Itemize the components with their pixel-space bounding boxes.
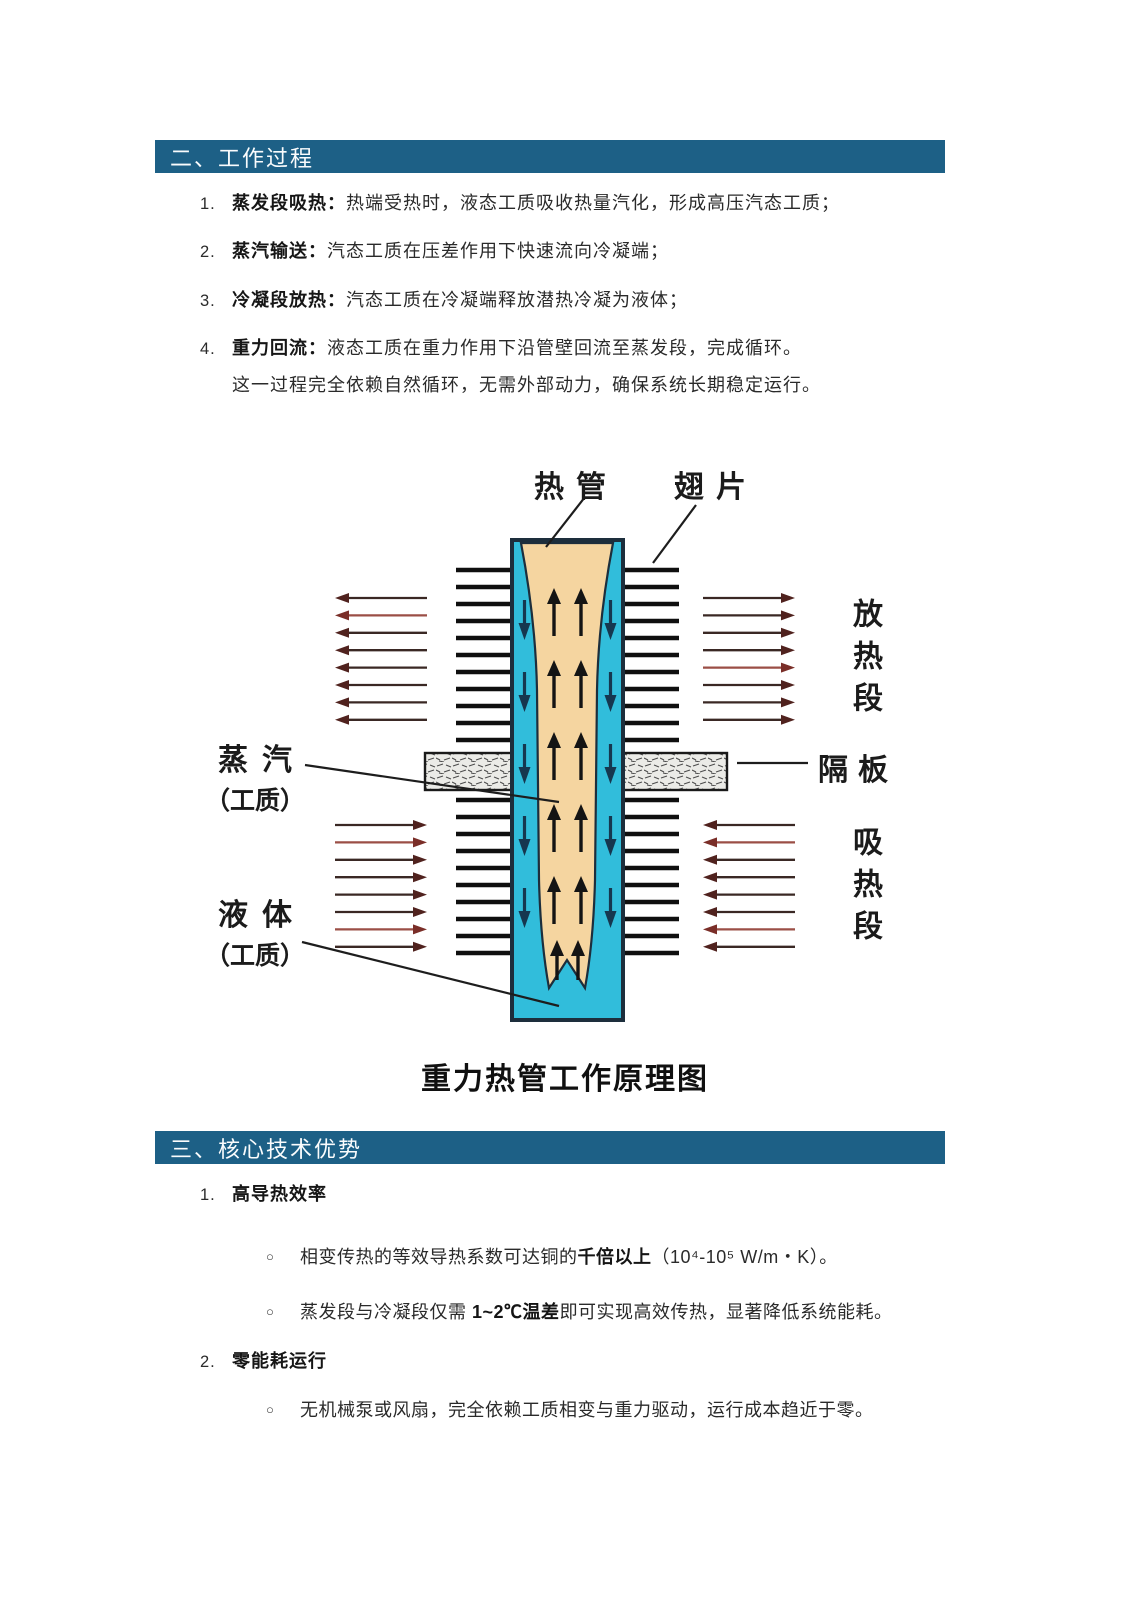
bullet-item: ○ 无机械泵或风扇，完全依赖工质相变与重力驱动，运行成本趋近于零。 [266,1396,926,1422]
leader-heat-pipe [545,496,586,548]
bullet-text-bold: 千倍以上 [577,1247,652,1267]
bullet-text-bold: 1~2℃温差 [472,1302,560,1322]
item-number: 2. [200,1353,216,1371]
diagram-caption: 重力热管工作原理图 [421,1063,709,1096]
label-heat-absorb-section: 吸热段 [848,826,881,952]
leader-liquid [301,940,560,1008]
section-header-advantages: 三、核心技术优势 [155,1131,945,1164]
item-text: 热端受热时，液态工质吸收热量汽化，形成高压汽态工质； [346,193,840,213]
list-item: 3. 冷凝段放热：汽态工质在冷凝端释放潜热冷凝为液体； [200,289,940,312]
label-vapor-sub: （工质） [204,787,305,815]
vapor-core [519,541,615,991]
bullet-text-post: （10⁴-10⁵ W/m・K）。 [651,1247,838,1267]
label-liquid: 液体 （工质） [200,890,310,972]
heat-release-arrows-right [703,593,795,725]
label-fin: 翅片 [674,471,758,504]
bullet-marker: ○ [266,1402,275,1417]
item-term: 蒸汽输送： [232,241,327,261]
bullet-text-pre: 相变传热的等效导热系数可达铜的 [300,1247,578,1267]
item-number: 3. [200,292,216,310]
item-term: 冷凝段放热： [232,290,346,310]
item-number: 1. [200,1186,216,1204]
item-number: 2. [200,243,216,261]
list-item: 1. 高导热效率 [200,1183,940,1206]
list-item: 2. 零能耗运行 [200,1350,940,1373]
label-vapor-main: 蒸汽 [218,744,306,777]
section-title: 二、工作过程 [170,145,315,171]
item-term: 重力回流： [232,338,327,358]
bullet-item: ○ 蒸发段与冷凝段仅需 1~2℃温差即可实现高效传热，显著降低系统能耗。 [266,1298,926,1324]
bullet-marker: ○ [266,1304,275,1319]
bullet-marker: ○ [266,1249,275,1264]
leader-vapor [304,763,560,804]
vapor-rise-arrows [547,588,588,980]
item-term: 高导热效率 [232,1184,327,1204]
bullet-item: ○ 相变传热的等效导热系数可达铜的千倍以上（10⁴-10⁵ W/m・K）。 [266,1243,926,1269]
label-liquid-main: 液体 [218,899,306,932]
bullet-text-pre: 无机械泵或风扇，完全依赖工质相变与重力驱动，运行成本趋近于零。 [300,1400,874,1420]
heat-absorb-arrows-left [335,820,427,952]
bullet-text-pre: 蒸发段与冷凝段仅需 [300,1302,473,1322]
list-item: 2. 蒸汽输送：汽态工质在压差作用下快速流向冷凝端； [200,240,940,263]
item-text: 汽态工质在压差作用下快速流向冷凝端； [327,241,669,261]
leader-lines [301,496,808,1008]
item-term: 蒸发段吸热： [232,193,346,213]
section-header-work-process: 二、工作过程 [155,140,945,173]
item-term: 零能耗运行 [232,1351,327,1371]
label-vapor: 蒸汽 （工质） [200,735,310,817]
item-text: 液态工质在重力作用下沿管壁回流至蒸发段，完成循环。 [327,338,802,358]
heat-pipe-diagram [301,496,808,1022]
bullet-text-post: 即可实现高效传热，显著降低系统能耗。 [559,1302,893,1322]
list-item: 1. 蒸发段吸热：热端受热时，液态工质吸收热量汽化，形成高压汽态工质； [200,192,940,215]
label-heat-pipe: 热管 [534,471,618,504]
heat-absorb-arrows-right [703,820,795,952]
item-number: 1. [200,195,216,213]
label-heat-release-section: 放热段 [848,598,881,724]
list-item-continuation: 这一过程完全依赖自然循环，无需外部动力，确保系统长期稳定运行。 [232,375,821,395]
leader-fin [652,504,697,564]
item-text: 汽态工质在冷凝端释放潜热冷凝为液体； [346,290,688,310]
item-number: 4. [200,340,216,358]
label-partition: 隔板 [818,754,898,787]
heat-release-arrows-left [335,593,427,725]
label-liquid-sub: （工质） [204,942,305,970]
section-title: 三、核心技术优势 [170,1136,363,1162]
liquid-return-arrows [518,600,617,928]
list-item: 4. 重力回流：液态工质在重力作用下沿管壁回流至蒸发段，完成循环。 [200,337,940,360]
